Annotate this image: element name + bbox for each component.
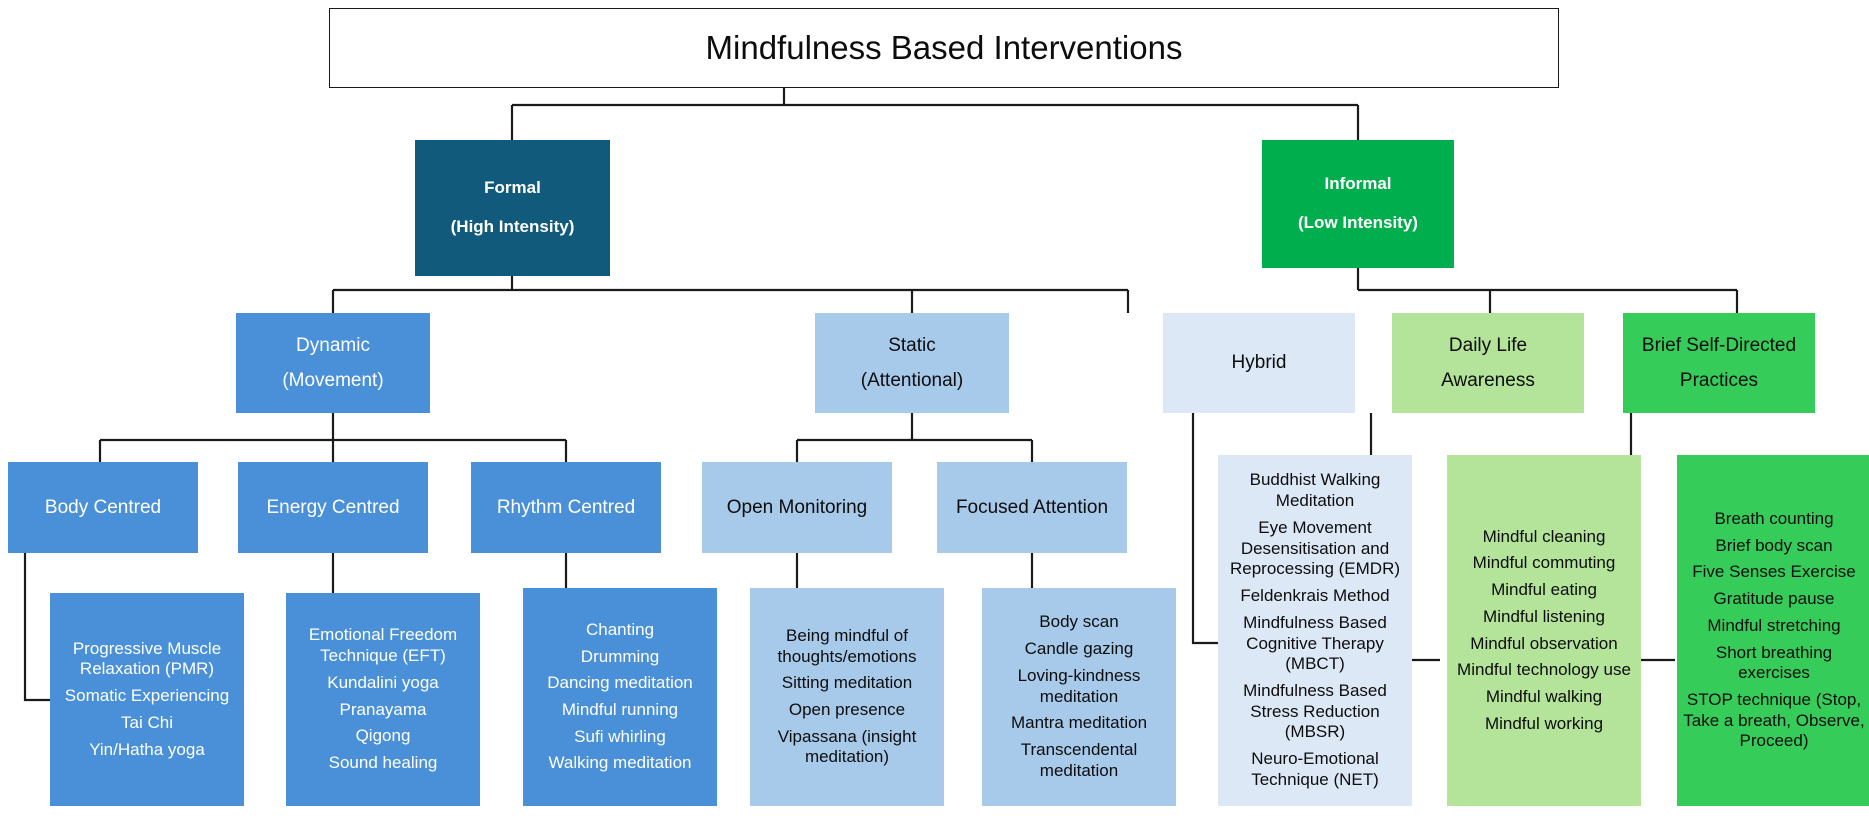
formal-label-line1: Formal [484,178,541,198]
daily-life-label-line2: Awareness [1441,370,1535,391]
node-static-attentional[interactable]: Static (Attentional) [815,313,1009,413]
focused-attention-label: Focused Attention [955,496,1109,518]
leaf-item: Mindful technology use [1457,660,1631,680]
leaf-item: Feldenkrais Method [1240,586,1390,606]
node-dynamic-movement[interactable]: Dynamic (Movement) [236,313,430,413]
node-focused-attention[interactable]: Focused Attention [937,462,1127,553]
leaf-body-centred-items[interactable]: Progressive Muscle Relaxation (PMR) Somat… [50,593,244,806]
hybrid-label-line1: Hybrid [1231,352,1287,374]
leaf-item: Dancing meditation [547,673,693,693]
leaf-item: Vipassana (insight meditation) [777,726,917,767]
dynamic-label-line2: (Movement) [282,370,384,391]
static-label-line1: Static [888,334,936,356]
node-open-monitoring[interactable]: Open Monitoring [702,462,892,553]
leaf-item: Sufi whirling [574,726,666,746]
static-label-line2: (Attentional) [860,370,964,391]
body-centred-label: Body Centred [44,496,162,518]
leaf-item: Mindful commuting [1472,553,1616,573]
leaf-item: Mindfulness Based Stress Reduction (MBSR… [1243,680,1387,742]
brief-label-line1: Brief Self-Directed [1641,334,1797,356]
daily-life-label-line1: Daily Life [1448,334,1528,356]
leaf-item: Buddhist Walking Meditation [1249,470,1381,511]
brief-label-line2: Practices [1679,370,1759,391]
leaf-item: Eye Movement Desensitisation and Reproce… [1229,517,1401,579]
leaf-item: Candle gazing [1024,639,1134,659]
leaf-item: Mindful eating [1491,580,1597,600]
leaf-item: Neuro-Emotional Technique (NET) [1251,749,1379,789]
formal-label-line2: (High Intensity) [450,217,575,236]
node-brief-self-directed-practices[interactable]: Brief Self-Directed Practices [1623,313,1815,413]
energy-centred-label: Energy Centred [266,496,400,518]
leaf-item: STOP technique (Stop, Take a breath, Obs… [1683,689,1865,751]
leaf-item: Mindful working [1484,713,1604,733]
leaf-energy-centred-items[interactable]: Emotional Freedom Technique (EFT) Kundali… [286,593,480,806]
leaf-item: Sound healing [328,752,438,772]
open-monitoring-label: Open Monitoring [726,496,868,518]
node-body-centred[interactable]: Body Centred [8,462,198,553]
dynamic-label-line1: Dynamic [296,334,370,356]
node-formal-high-intensity[interactable]: Formal (High Intensity) [415,140,610,276]
leaf-item: Mindful observation [1470,633,1618,653]
leaf-item: Five Senses Exercise [1692,562,1856,582]
leaf-item: Mantra meditation [1010,713,1148,733]
leaf-item: Being mindful of thoughts/emotions [777,625,917,666]
leaf-item: Walking meditation [548,753,692,773]
leaf-item: Breath counting [1714,508,1834,528]
leaf-item: Mindful stretching [1707,615,1841,635]
root-node-mindfulness-based-interventions[interactable]: Mindfulness Based Interventions [329,8,1559,88]
leaf-item: Pranayama [339,699,427,719]
leaf-item: Loving-kindness meditation [1017,665,1141,706]
leaf-item: Mindful cleaning [1482,526,1606,546]
leaf-item: Mindful listening [1483,606,1605,626]
informal-label-line2: (Low Intensity) [1298,213,1418,232]
informal-label-line1: Informal [1324,174,1392,194]
leaf-item: Mindful running [561,700,679,719]
leaf-item: Open presence [788,700,906,719]
leaf-item: Short breathing exercises [1715,642,1833,683]
node-rhythm-centred[interactable]: Rhythm Centred [471,462,661,553]
leaf-item: Progressive Muscle Relaxation (PMR) [72,638,222,679]
node-daily-life-awareness[interactable]: Daily Life Awareness [1392,313,1584,413]
root-label: Mindfulness Based Interventions [705,28,1183,66]
leaf-item: Qigong [355,726,411,746]
node-informal-low-intensity[interactable]: Informal (Low Intensity) [1262,140,1454,268]
rhythm-centred-label: Rhythm Centred [496,496,636,518]
leaf-item: Drumming [580,646,660,666]
leaf-item: Mindfulness Based Cognitive Therapy (MBC… [1243,612,1387,674]
leaf-item: Tai Chi [121,712,173,732]
leaf-item: Sitting meditation [781,673,913,693]
leaf-item: Emotional Freedom Technique (EFT) [308,625,458,666]
node-energy-centred[interactable]: Energy Centred [238,462,428,553]
leaf-item: Chanting [585,619,655,639]
leaf-item: Body scan [1039,612,1119,632]
leaf-item: Mindful walking [1485,686,1603,706]
node-hybrid[interactable]: Hybrid [1163,313,1355,413]
leaf-item: Transcendental meditation [1020,740,1138,780]
leaf-item: Brief body scan [1715,535,1833,555]
leaf-item: Somatic Experiencing [64,686,230,706]
leaf-item: Yin/Hatha yoga [89,739,205,759]
leaf-item: Kundalini yoga [327,672,439,692]
leaf-item: Gratitude pause [1713,589,1835,609]
